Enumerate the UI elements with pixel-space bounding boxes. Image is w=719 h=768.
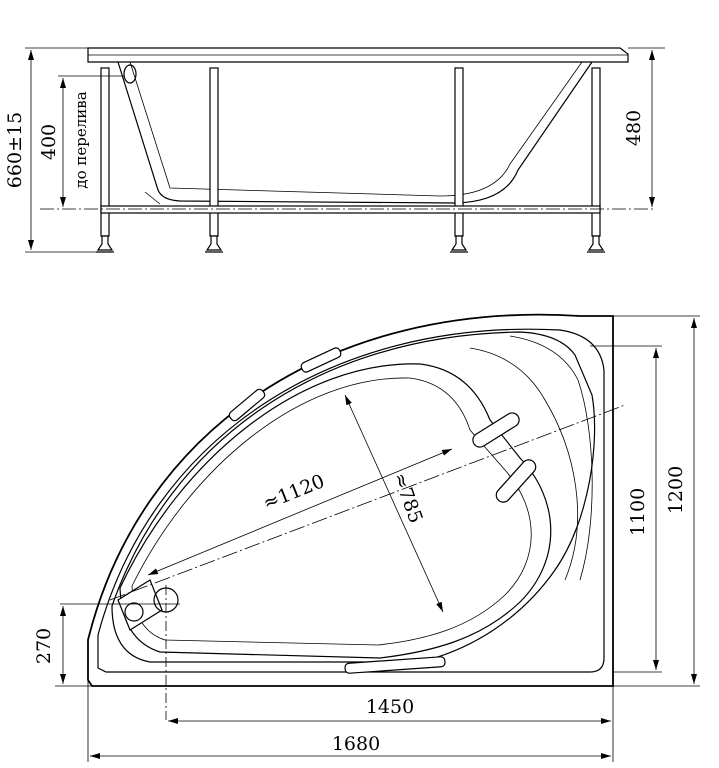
dim-width-outer-label: 1680 [332,733,380,755]
side-view: 660±15 400 до перелива 480 [4,47,665,253]
drain-fitting [117,579,179,631]
tub-outline-outer [87,313,614,687]
dim-depth: 480 [623,47,665,207]
dim-total-height-label: 660±15 [4,112,26,188]
dim-depth-label: 480 [623,110,645,146]
dim-offset: 270 [33,606,92,687]
dim-offset-label: 270 [33,628,55,664]
tub-body-side [117,61,593,204]
grip-slots [228,347,537,674]
dim-overflow-height-label: 400 [38,124,60,160]
tub-rim [87,47,629,63]
dim-height-outer: 1200 [580,315,700,687]
dim-height-inner-label: 1100 [627,488,649,536]
dim-width-outer: 1680 [87,680,611,762]
dim-total-height: 660±15 [4,47,96,253]
dim-width-inner-label: 1450 [366,696,414,718]
dim-height-outer-label: 1200 [665,466,687,514]
tub-bowl [119,363,552,659]
dim-overflow-height: 400 до перелива [38,75,124,207]
frame-bar [100,205,601,214]
dim-length-diag-label: ≈1120 [260,470,328,514]
dim-height-inner: 1100 [590,345,662,673]
frame-legs [96,67,605,253]
dim-width-diag-label: ≈785 [388,470,427,527]
top-view: ≈1120 ≈785 270 1100 1200 [33,313,700,762]
dim-width-inner: 1450 [168,686,614,762]
dim-width-diag: ≈785 [344,394,444,613]
overflow-hole [123,64,137,84]
overflow-label: до перелива [72,91,90,188]
